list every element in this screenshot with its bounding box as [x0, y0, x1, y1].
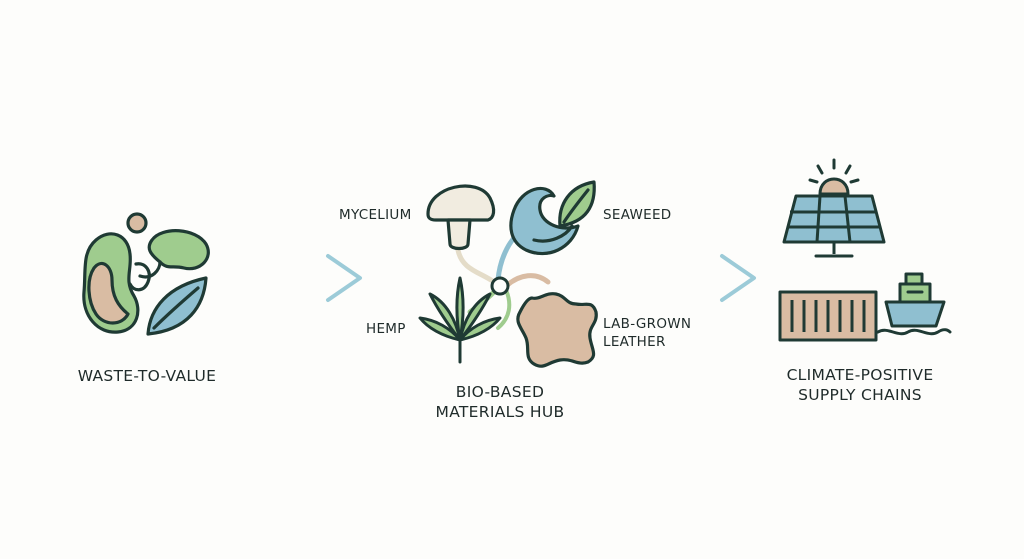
- leather-hide-icon: [516, 292, 598, 368]
- solar-panel-icon: [782, 194, 886, 258]
- material-label-leather: LAB-GROWN LEATHER: [603, 315, 691, 351]
- hemp-leaf-icon: [418, 276, 502, 364]
- stage-label-hub-line1: BIO-BASED: [455, 383, 545, 401]
- material-label-seaweed: SEAWEED: [603, 207, 672, 223]
- shipping-container-icon: [778, 290, 878, 342]
- material-label-hemp: HEMP: [366, 321, 406, 337]
- sun-icon: [808, 158, 860, 196]
- stage-label-waste: WASTE-TO-VALUE: [77, 367, 217, 385]
- material-label-leather-line1: LAB-GROWN: [603, 316, 692, 332]
- wave-icon: [509, 186, 580, 256]
- organic-blob-icon: [82, 212, 210, 336]
- material-label-mycelium: MYCELIUM: [339, 207, 412, 223]
- stage-label-hub-line2: MATERIALS HUB: [435, 403, 565, 421]
- leaf-icon: [558, 180, 596, 228]
- arrow-2: [620, 254, 756, 302]
- stage-label-supply: CLIMATE-POSITIVE SUPPLY CHAINS: [770, 365, 950, 405]
- hub-connector-lines: [455, 223, 551, 330]
- stage-label-hub: BIO-BASED MATERIALS HUB: [420, 382, 580, 422]
- arrow-1: [228, 254, 362, 302]
- stage-label-supply-line1: CLIMATE-POSITIVE: [786, 366, 934, 384]
- cargo-ship-icon: [876, 272, 952, 336]
- mushroom-icon: [426, 184, 496, 251]
- stage-label-supply-line2: SUPPLY CHAINS: [798, 386, 922, 404]
- material-label-leather-line2: LEATHER: [603, 334, 666, 350]
